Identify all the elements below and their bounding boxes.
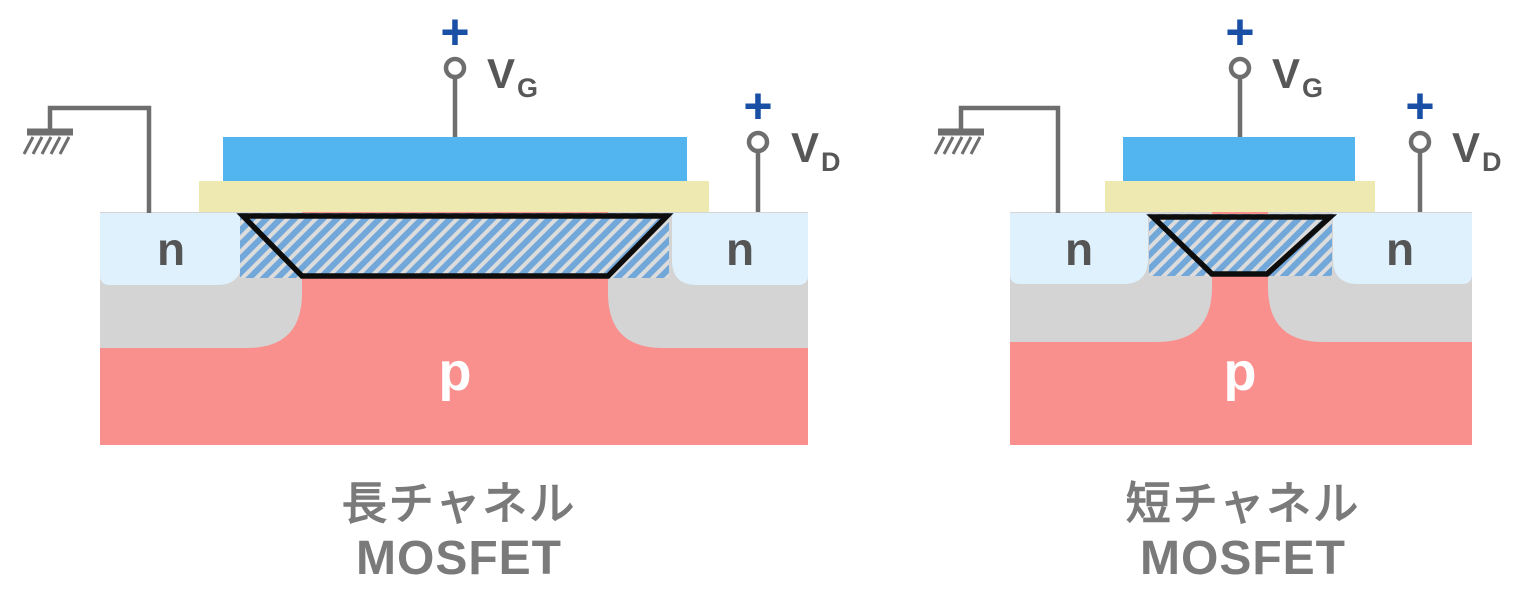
gate-voltage-subscript: G bbox=[517, 73, 538, 103]
long-channel-mosfet-diagram: + V G + V D n n p 長チャネル MOSFET bbox=[22, 4, 841, 585]
gate-terminal: + V G bbox=[440, 4, 538, 137]
drain-voltage-label: V bbox=[1452, 124, 1480, 171]
open-terminal-circle bbox=[746, 130, 770, 154]
n-source-region bbox=[100, 213, 242, 285]
caption-line2: MOSFET bbox=[1140, 532, 1346, 585]
channel-depletion-hatch bbox=[240, 213, 669, 278]
gate-plus-sign: + bbox=[440, 4, 469, 60]
drain-terminal: + V D bbox=[743, 78, 841, 212]
gate-electrode bbox=[223, 137, 687, 181]
open-terminal-circle bbox=[1228, 56, 1252, 80]
depletion-boundary-trapezoid bbox=[1146, 214, 1338, 277]
gate-oxide bbox=[199, 181, 709, 212]
drain-voltage-subscript: D bbox=[821, 147, 841, 177]
gate-voltage-subscript: G bbox=[1302, 73, 1323, 103]
gate-electrode bbox=[1123, 137, 1355, 181]
n-drain-region bbox=[1333, 213, 1472, 284]
caption-line1: 短チャネル bbox=[1126, 478, 1361, 529]
channel-depletion-hatch bbox=[1149, 214, 1332, 276]
n-source-region bbox=[1010, 213, 1148, 284]
n-source-label: n bbox=[1065, 223, 1093, 275]
drain-voltage-label: V bbox=[791, 124, 819, 171]
ground-icon bbox=[22, 105, 152, 213]
drain-voltage-subscript: D bbox=[1482, 147, 1502, 177]
p-substrate-label: p bbox=[1224, 342, 1257, 402]
gate-plus-sign: + bbox=[1225, 4, 1254, 60]
drain-terminal: + V D bbox=[1405, 78, 1502, 212]
open-terminal-circle bbox=[443, 56, 467, 80]
p-substrate-label: p bbox=[439, 342, 472, 402]
drain-plus-sign: + bbox=[743, 78, 772, 134]
gate-voltage-label: V bbox=[1272, 50, 1300, 97]
gate-oxide bbox=[1105, 181, 1375, 212]
n-drain-region bbox=[672, 213, 808, 285]
ground-icon bbox=[933, 105, 1061, 213]
short-channel-mosfet-diagram: + V G + V D n n p 短チャネル MOSFET bbox=[933, 4, 1502, 585]
depletion-boundary-trapezoid bbox=[236, 213, 674, 279]
n-source-label: n bbox=[157, 223, 185, 275]
gate-voltage-label: V bbox=[487, 50, 515, 97]
caption-line2: MOSFET bbox=[356, 532, 562, 585]
caption-line1: 長チャネル bbox=[342, 478, 577, 529]
gate-terminal: + V G bbox=[1225, 4, 1323, 137]
n-drain-label: n bbox=[1386, 223, 1414, 275]
open-terminal-circle bbox=[1408, 130, 1432, 154]
source-ground-wire bbox=[958, 105, 1061, 213]
n-drain-label: n bbox=[726, 223, 754, 275]
drain-plus-sign: + bbox=[1405, 78, 1434, 134]
source-ground-wire bbox=[47, 105, 152, 213]
